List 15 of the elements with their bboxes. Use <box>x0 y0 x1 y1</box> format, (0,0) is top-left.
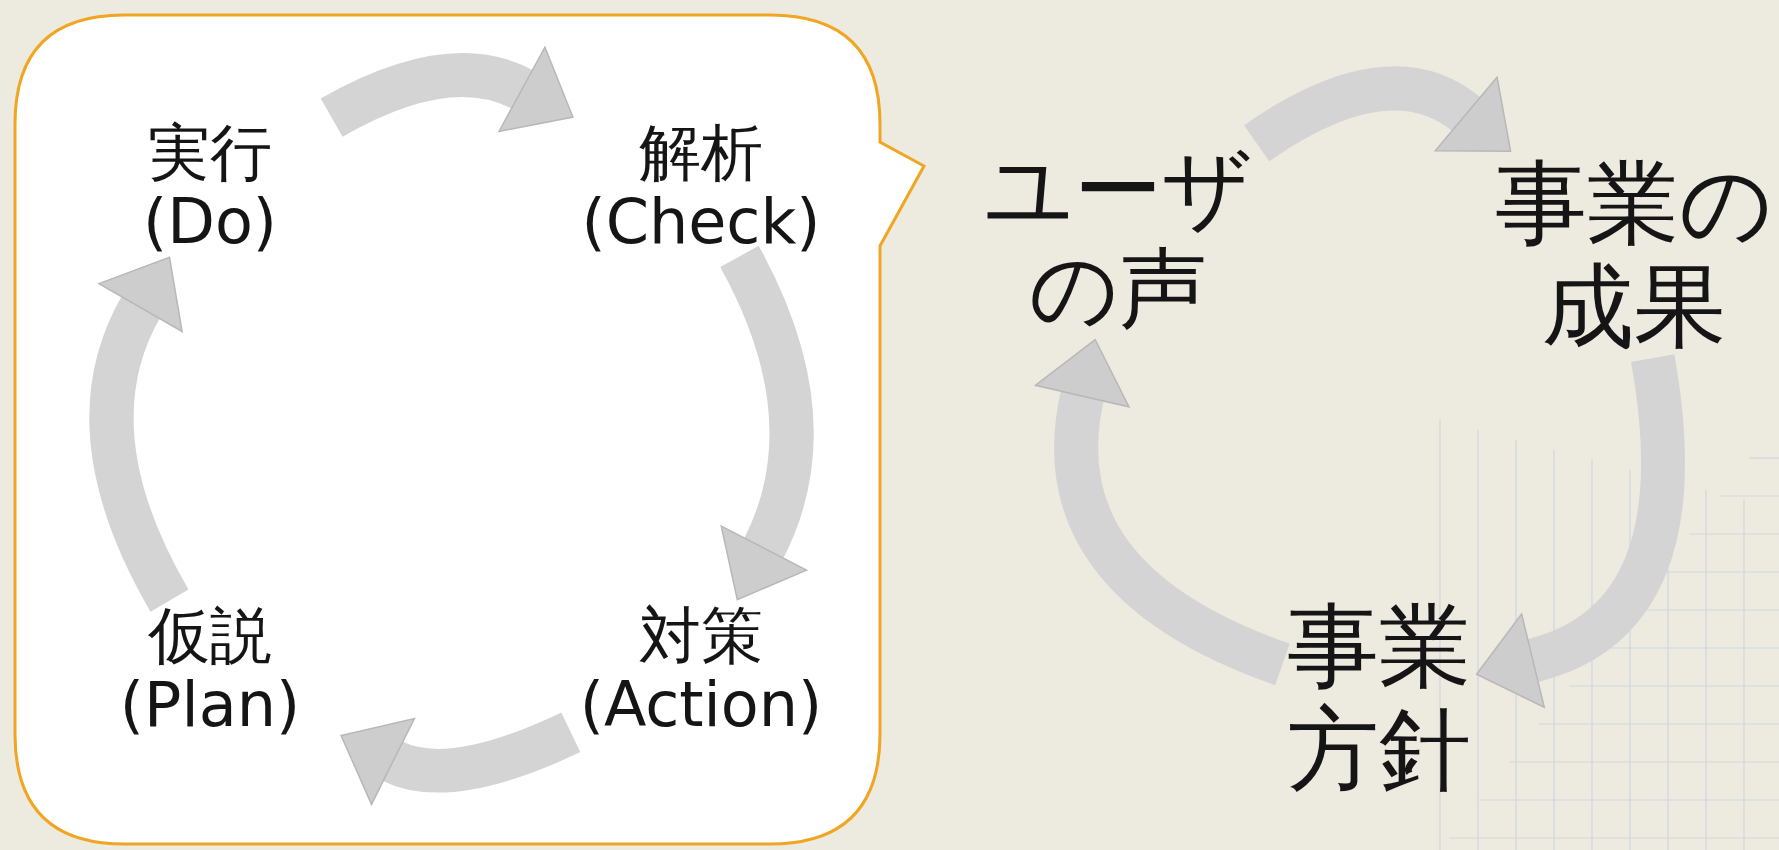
step-label: 実行 (Do) <box>79 117 341 257</box>
curved-arrow <box>321 45 576 137</box>
curved-arrow <box>1034 338 1291 685</box>
curved-arrow <box>1476 354 1685 708</box>
step-label: 解析 (Check) <box>570 117 832 257</box>
curved-arrow <box>1244 66 1514 162</box>
step-label: 事業方針 <box>1282 594 1476 802</box>
curved-arrow <box>89 255 189 612</box>
curved-arrow <box>338 712 580 807</box>
step-label: ユーザの声 <box>979 141 1257 339</box>
step-label: 事業の成果 <box>1489 151 1779 359</box>
speech-bubble <box>13 13 926 846</box>
curved-arrow <box>719 246 814 602</box>
step-label: 仮説 (Plan) <box>79 600 341 740</box>
step-label: 対策 (Action) <box>570 600 832 740</box>
